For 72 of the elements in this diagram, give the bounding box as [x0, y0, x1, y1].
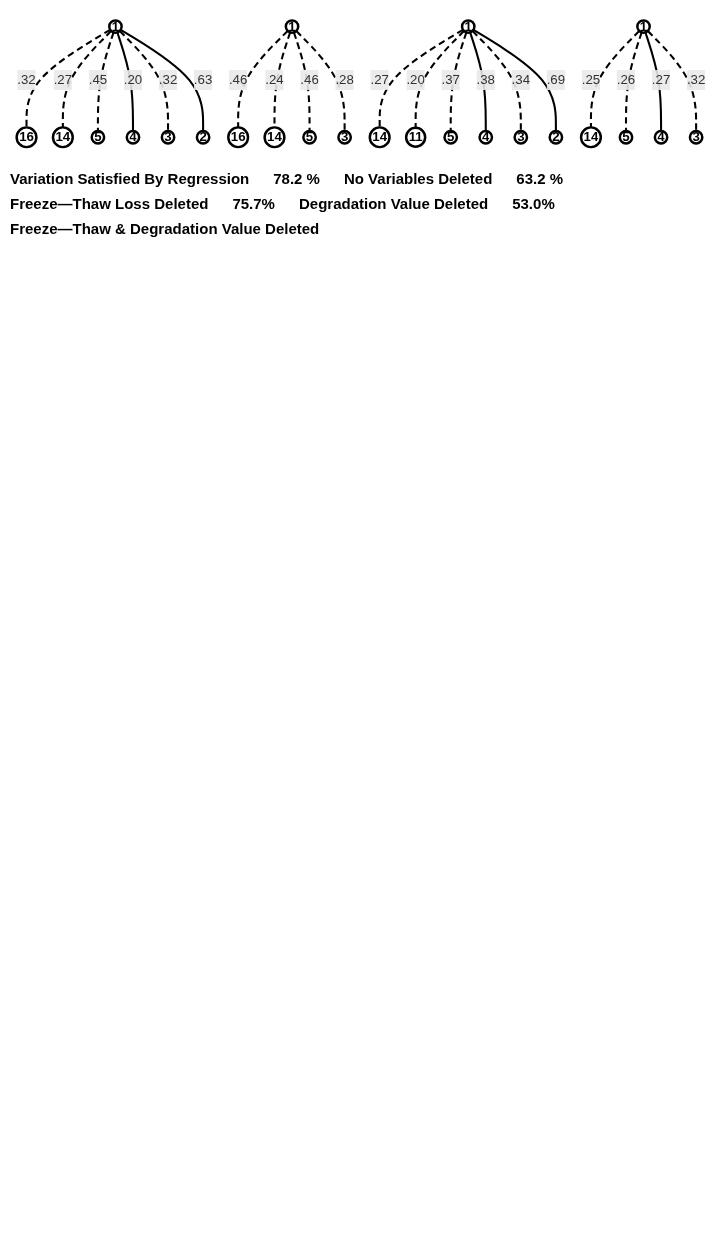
edge-label: .27 — [370, 72, 389, 87]
node-circle: 1 — [108, 19, 123, 35]
label-text: Variation Satisfied By Regression — [10, 169, 250, 187]
edge-label: .25 — [581, 72, 601, 87]
edge-label: .34 — [511, 72, 531, 87]
connector — [292, 32, 311, 132]
connector — [61, 30, 112, 128]
node-circle: 2 — [548, 129, 564, 145]
edge-label: .27 — [53, 72, 73, 87]
connector — [120, 28, 205, 132]
connector — [647, 30, 698, 132]
connector — [473, 28, 557, 132]
edge-label: .20 — [123, 72, 143, 87]
connector — [471, 30, 522, 132]
connector — [414, 30, 465, 128]
node-circle: 5 — [443, 129, 459, 145]
node-circle: 14 — [368, 126, 391, 149]
label-text: Freeze—Thaw Loss Deleted — [10, 194, 209, 212]
label-text: 63.2 % — [516, 169, 564, 187]
node-circle: 4 — [125, 129, 141, 145]
node-circle: 1 — [284, 19, 300, 35]
edge-label: .28 — [335, 72, 354, 87]
node-circle: 16 — [15, 126, 38, 149]
node-circle: 3 — [513, 129, 529, 145]
node-circle: 3 — [688, 129, 704, 145]
node-circle: 1 — [636, 19, 651, 35]
node-circle: 3 — [337, 129, 353, 145]
edge-label: .37 — [441, 72, 460, 87]
edge-label: .46 — [300, 72, 319, 87]
label-text: No Variables Deleted — [343, 169, 493, 187]
node-circle: 14 — [51, 126, 74, 149]
node-circle: 3 — [160, 129, 176, 145]
connector — [25, 28, 111, 128]
node-circle: 5 — [90, 129, 106, 145]
connector — [119, 30, 170, 132]
edge-label: .45 — [88, 72, 108, 87]
edge-label: .26 — [616, 72, 636, 87]
edge-label: .24 — [265, 72, 284, 87]
connector — [624, 32, 643, 132]
node-circle: 14 — [579, 126, 603, 149]
node-circle: 4 — [653, 129, 669, 145]
node-circle: 5 — [618, 129, 634, 145]
node-circle: 1 — [460, 19, 476, 35]
connector — [378, 28, 464, 128]
edge-label: .46 — [228, 72, 248, 87]
connector — [589, 30, 640, 128]
node-circle: 11 — [404, 126, 427, 148]
connector — [449, 32, 468, 132]
label-text: 53.0% — [512, 194, 555, 212]
label-text: Freeze—Thaw & Degradation Value Deleted — [10, 219, 320, 237]
label-text: 75.7% — [232, 194, 275, 212]
connector — [644, 32, 663, 132]
node-circle: 14 — [263, 126, 286, 149]
edge-label: .32 — [17, 72, 36, 87]
label-text: Degradation Value Deleted — [298, 194, 489, 212]
edge-label: .27 — [651, 72, 671, 87]
node-circle: 5 — [302, 129, 317, 145]
connector — [469, 32, 487, 132]
connector — [96, 32, 115, 132]
node-circle: 4 — [478, 129, 494, 145]
edge-label: .32 — [686, 72, 706, 87]
label-text: 78.2 % — [273, 169, 320, 187]
edge-label: .69 — [546, 72, 566, 87]
edge-label: .32 — [158, 72, 178, 87]
connector — [295, 30, 346, 132]
connector — [237, 30, 289, 128]
edge-label: .38 — [476, 72, 495, 87]
node-circle: 16 — [227, 126, 250, 149]
edge-label: .63 — [193, 72, 213, 87]
node-circle: 2 — [195, 129, 211, 145]
edge-label: .20 — [406, 72, 425, 87]
connector — [116, 32, 134, 132]
